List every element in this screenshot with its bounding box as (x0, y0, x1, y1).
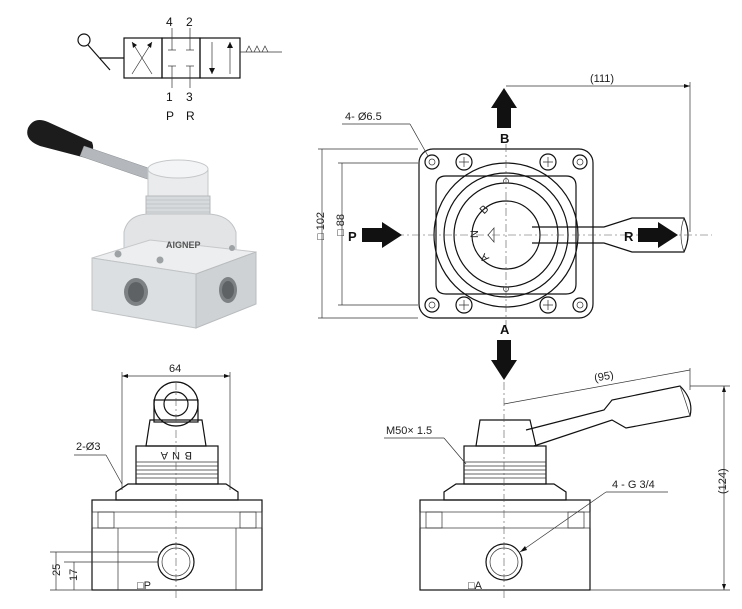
front-view: A N B □P 64 2-Ø3 25 17 (50, 363, 263, 600)
front-port-label: □P (137, 580, 151, 592)
port-P-arrow (362, 222, 402, 248)
port-P-label: P (348, 229, 357, 244)
dim-side-height: (124) (717, 468, 729, 494)
side-body (419, 499, 591, 591)
port-B-arrow (491, 88, 517, 128)
port-2-label: 2 (186, 15, 193, 29)
front-collar-N: N (172, 449, 180, 461)
port-1-label: 1 (166, 90, 173, 104)
dim-hole-4x: 4- Ø6.5 (345, 111, 382, 123)
port-P-letter: P (166, 109, 174, 123)
port-A-label: A (500, 322, 510, 337)
side-view: □A M50× 1.5 4 - G 3/4 (95) (124) (384, 368, 730, 600)
schematic-box-left (123, 37, 163, 79)
dim-front-25: 25 (51, 564, 63, 576)
lever-knob-symbol (77, 33, 91, 47)
front-body (91, 499, 263, 591)
port-4-label: 4 (166, 15, 173, 29)
schematic-box-right (199, 37, 241, 79)
port-A-arrow (491, 340, 517, 380)
screw-heads (455, 153, 557, 314)
dim-top-width: (111) (590, 73, 614, 85)
valve-schematic: 4 2 1 3 P R (77, 15, 282, 123)
brand-logo-text: AIGNEP (166, 240, 201, 250)
port-B-label: B (500, 131, 509, 146)
dim-side-lever: (95) (593, 369, 614, 384)
port-R-label: R (624, 229, 634, 244)
front-collar-A: A (160, 449, 168, 461)
side-lever (525, 385, 692, 447)
dim-outer-square: □ 102 (315, 212, 327, 240)
dim-front-17: 17 (68, 569, 80, 581)
front-collar-B: B (185, 449, 192, 461)
schematic-box-mid (161, 37, 201, 79)
top-view: B N A B A P R (111) 4- Ø6.5 □ 102 (315, 73, 712, 380)
side-port-label: □A (468, 580, 483, 592)
dial-label-N: N (469, 230, 481, 238)
port-3-label: 3 (186, 90, 193, 104)
port-R-arrow (638, 222, 678, 248)
dim-side-thread: M50× 1.5 (386, 425, 432, 437)
dim-front-hole: 2-Ø3 (76, 441, 100, 453)
handle-grip (27, 120, 94, 158)
port-R-letter: R (186, 109, 195, 123)
dim-side-port: 4 - G 3/4 (612, 479, 655, 491)
product-image: AIGNEP (27, 120, 257, 329)
dim-front-width: 64 (169, 363, 181, 375)
dim-inner-square: □ 88 (335, 214, 347, 236)
